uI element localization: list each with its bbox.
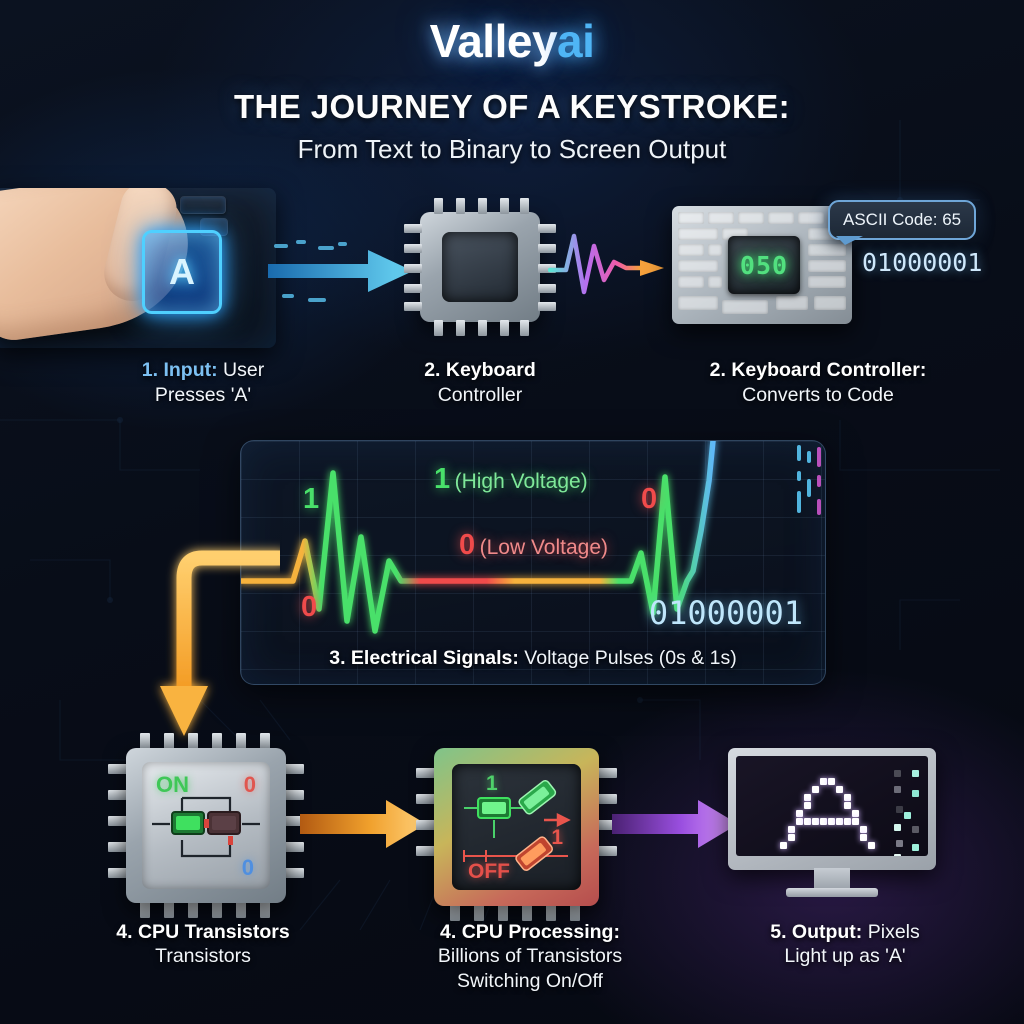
caption-step-4a: 4. CPU Transistors Transistors [58,920,348,969]
ascii-code-text: ASCII Code: 65 [843,210,962,229]
caption-step-4b-bold: 4. CPU Processing: [440,921,620,943]
caption-step-1-line2: Presses 'A' [154,383,252,406]
key-a[interactable]: A [142,230,222,314]
caption-step-5-bold: 5. Output: [770,921,863,943]
caption-step-3-bold: 2. Keyboard Controller: [709,359,927,381]
key-a-label: A [169,251,195,292]
controller-digital-display: 050 [728,236,800,294]
cpu2-circuit-diagram [463,779,571,871]
keyboard-illustration[interactable]: A [0,188,276,348]
caption-step-1: 1. Input: User Presses 'A' [88,358,318,408]
chip-pins [404,198,556,336]
electrical-signal-panel: 1 (High Voltage) 0 (Low Voltage) 1 0 0 0… [240,440,826,685]
signal-pulse-arrow [548,233,664,295]
marker-zero-left: 0 [301,591,318,623]
cpu2-off-label: OFF [468,860,510,883]
caption-step-4b-line3: Switching On/Off [457,969,603,992]
cpu-to-processing-arrow [300,800,426,848]
voltage-waveform [241,441,716,634]
caption-waveform-bold: 3. Electrical Signals: [329,647,519,669]
brand-name-accent: ai [557,15,595,67]
page-subtitle: From Text to Binary to Screen Output [297,134,727,164]
caption-step-4a-bold: 4. CPU Transistors [116,921,290,943]
monitor-stand [814,868,850,890]
cpu1-circuit-diagram [152,796,260,858]
cpu2-pins [416,748,617,921]
monitor-screen [736,756,928,856]
low-voltage-text: (Low Voltage) [479,536,609,559]
cpu1-die: ON 0 0 [142,762,270,889]
cpu2-one-red: 1 [551,826,563,849]
cpu1-zero-blue: 0 [241,855,254,880]
page-title: THE JOURNEY OF A KEYSTROKE: [234,88,790,125]
keyboard-controller-chip[interactable] [404,198,556,336]
binary-code-top: 01000001 [862,248,983,277]
display-value: 050 [739,250,789,280]
caption-step-1-rest: User [217,359,265,381]
caption-step-4b: 4. CPU Processing: Billions of Transisto… [380,920,680,993]
label-high-voltage: 1 (High Voltage) [434,463,588,496]
marker-one: 1 [303,483,320,515]
low-voltage-number: 0 [459,529,476,561]
chip-die [442,232,518,302]
caption-step-2-bold: 2. Keyboard [424,359,536,381]
caption-waveform-rest: Voltage Pulses (0s & 1s) [518,647,737,669]
monitor-output[interactable] [728,748,936,898]
cpu-processing-chip[interactable]: 1 OFF 1 [416,748,617,921]
monitor-base [786,888,878,897]
binary-code-waveform: 01000001 [648,594,803,632]
cpu1-pins [108,733,304,918]
brand-name-main: Valley [429,15,558,67]
waveform-grid [241,441,825,684]
caption-step-5-line2: Light up as 'A' [784,945,906,968]
cpu1-on-label: ON [156,772,189,797]
caption-step-3-line2: Converts to Code [742,383,894,406]
signal-to-cpu-arrow [160,550,280,736]
caption-step-3: 2. Keyboard Controller: Converts to Code [628,358,1008,408]
cpu-transistors-chip[interactable]: ON 0 0 [108,733,304,918]
keyboard-controller-board[interactable]: 050 [672,206,852,324]
binary-data-strip [797,445,821,515]
caption-step-1-bold: 1. Input: [141,359,218,381]
caption-step-2-line2: Controller [437,383,523,406]
cpu2-die: 1 OFF 1 [452,764,581,890]
brand-logo: Valleyai [0,14,1024,68]
caption-step-waveform: 3. Electrical Signals: Voltage Pulses (0… [241,647,825,670]
processing-to-output-arrow [612,800,738,848]
caption-step-4a-line2: Transistors [155,945,251,968]
cpu1-zero-red: 0 [243,772,256,797]
caption-step-5: 5. Output: Pixels Light up as 'A' [700,920,990,969]
label-low-voltage: 0 (Low Voltage) [459,529,608,562]
ascii-code-tooltip: ASCII Code: 65 [828,200,977,245]
data-flow-arrow-cyan [268,240,413,302]
monitor-bezel [728,748,936,870]
caption-step-4b-line2: Billions of Transistors [437,945,623,968]
caption-step-5-rest: Pixels [862,921,920,943]
high-voltage-text: (High Voltage) [454,470,588,493]
caption-step-2: 2. Keyboard Controller [370,358,590,408]
marker-zero-right: 0 [641,483,658,515]
high-voltage-number: 1 [434,463,451,495]
cpu2-one-green: 1 [486,772,498,795]
